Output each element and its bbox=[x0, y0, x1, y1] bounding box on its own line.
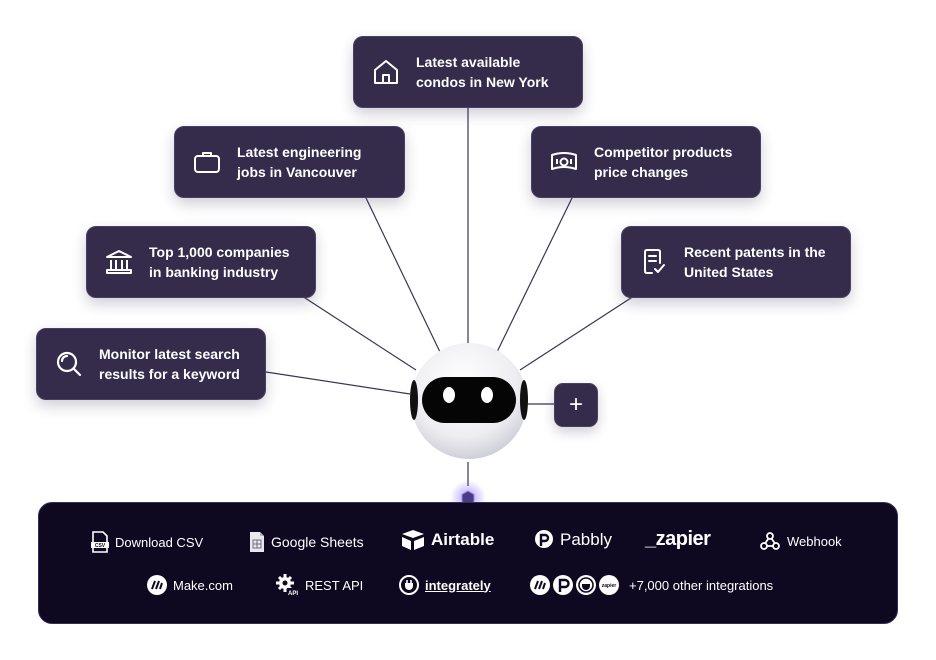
gear-api-icon: API bbox=[275, 573, 299, 597]
integration-google-sheets[interactable]: Google Sheets bbox=[249, 531, 364, 553]
robot-visor bbox=[422, 377, 516, 423]
integrations-panel: CSV Download CSV Google Sheets Airtable … bbox=[38, 502, 898, 624]
integration-label: Google Sheets bbox=[271, 534, 364, 550]
integration-make[interactable]: Make.com bbox=[147, 575, 233, 595]
integration-label: Pabbly bbox=[560, 530, 612, 549]
integration-label: +7,000 other integrations bbox=[629, 577, 774, 593]
plus-icon: + bbox=[568, 391, 583, 418]
card-monitor-line1: Monitor latest search bbox=[99, 346, 240, 362]
robot-eye-left bbox=[443, 387, 455, 403]
line-patents bbox=[519, 295, 635, 371]
rest-api-badge: API bbox=[288, 591, 298, 597]
webhook-icon bbox=[759, 530, 781, 552]
airtable-icon bbox=[401, 529, 425, 551]
search-icon bbox=[53, 348, 85, 380]
integration-label: integrately bbox=[425, 577, 491, 593]
document-check-icon bbox=[638, 246, 670, 278]
card-banking[interactable]: Top 1,000 companies in banking industry bbox=[86, 226, 316, 298]
card-price-line1: Competitor products bbox=[594, 144, 733, 160]
integration-pabbly[interactable]: Pabbly bbox=[534, 529, 612, 551]
card-monitor-line2: results for a keyword bbox=[99, 366, 240, 382]
card-condos-line1: Latest available bbox=[416, 54, 521, 70]
integration-other[interactable]: zapier +7,000 other integrations bbox=[529, 574, 773, 596]
svg-text:CSV: CSV bbox=[95, 543, 106, 549]
card-banking-line2: in banking industry bbox=[149, 264, 279, 280]
integration-label: REST API bbox=[305, 577, 364, 593]
integration-rest-api[interactable]: API REST API bbox=[275, 573, 363, 597]
line-monitor bbox=[265, 371, 411, 395]
card-banking-line1: Top 1,000 companies bbox=[149, 244, 290, 260]
card-price[interactable]: Competitor products price changes bbox=[531, 126, 761, 198]
integration-label: Download CSV bbox=[115, 534, 204, 550]
line-jobs bbox=[365, 197, 441, 353]
pabbly-icon bbox=[534, 529, 554, 551]
line-banking bbox=[301, 295, 417, 371]
line-price bbox=[496, 197, 573, 353]
card-jobs[interactable]: Latest engineering jobs in Vancouver bbox=[174, 126, 405, 198]
integration-label: Webhook bbox=[787, 533, 842, 549]
money-icon bbox=[548, 146, 580, 178]
integration-airtable[interactable]: Airtable bbox=[401, 529, 494, 551]
integration-label: Airtable bbox=[431, 530, 495, 549]
zapier-logo: _zapier bbox=[645, 528, 711, 550]
card-patents-line2: United States bbox=[684, 264, 774, 280]
add-button[interactable]: + bbox=[554, 383, 598, 427]
integration-cluster-icon: zapier bbox=[529, 574, 621, 596]
briefcase-icon bbox=[191, 146, 223, 178]
zapier-badge: zapier bbox=[602, 583, 617, 589]
integration-webhook[interactable]: Webhook bbox=[759, 530, 842, 552]
make-icon bbox=[147, 575, 167, 595]
integration-label: Make.com bbox=[173, 577, 233, 593]
google-sheets-icon bbox=[249, 531, 265, 553]
csv-file-icon: CSV bbox=[91, 531, 109, 553]
card-condos-line2: condos in New York bbox=[416, 74, 549, 90]
robot-avatar bbox=[410, 343, 528, 459]
integrately-icon bbox=[399, 575, 419, 595]
card-monitor[interactable]: Monitor latest search results for a keywo… bbox=[36, 328, 266, 400]
card-jobs-line1: Latest engineering bbox=[237, 144, 362, 160]
integration-download-csv[interactable]: CSV Download CSV bbox=[91, 531, 203, 553]
card-patents-line1: Recent patents in the bbox=[684, 244, 826, 260]
integration-integrately[interactable]: integrately bbox=[399, 575, 491, 595]
card-condos[interactable]: Latest available condos in New York bbox=[353, 36, 583, 108]
home-icon bbox=[370, 56, 402, 88]
robot-eye-right bbox=[481, 387, 493, 403]
bank-icon bbox=[103, 246, 135, 278]
card-jobs-line2: jobs in Vancouver bbox=[237, 164, 357, 180]
card-price-line2: price changes bbox=[594, 164, 689, 180]
integration-zapier[interactable]: _zapier bbox=[645, 528, 711, 551]
